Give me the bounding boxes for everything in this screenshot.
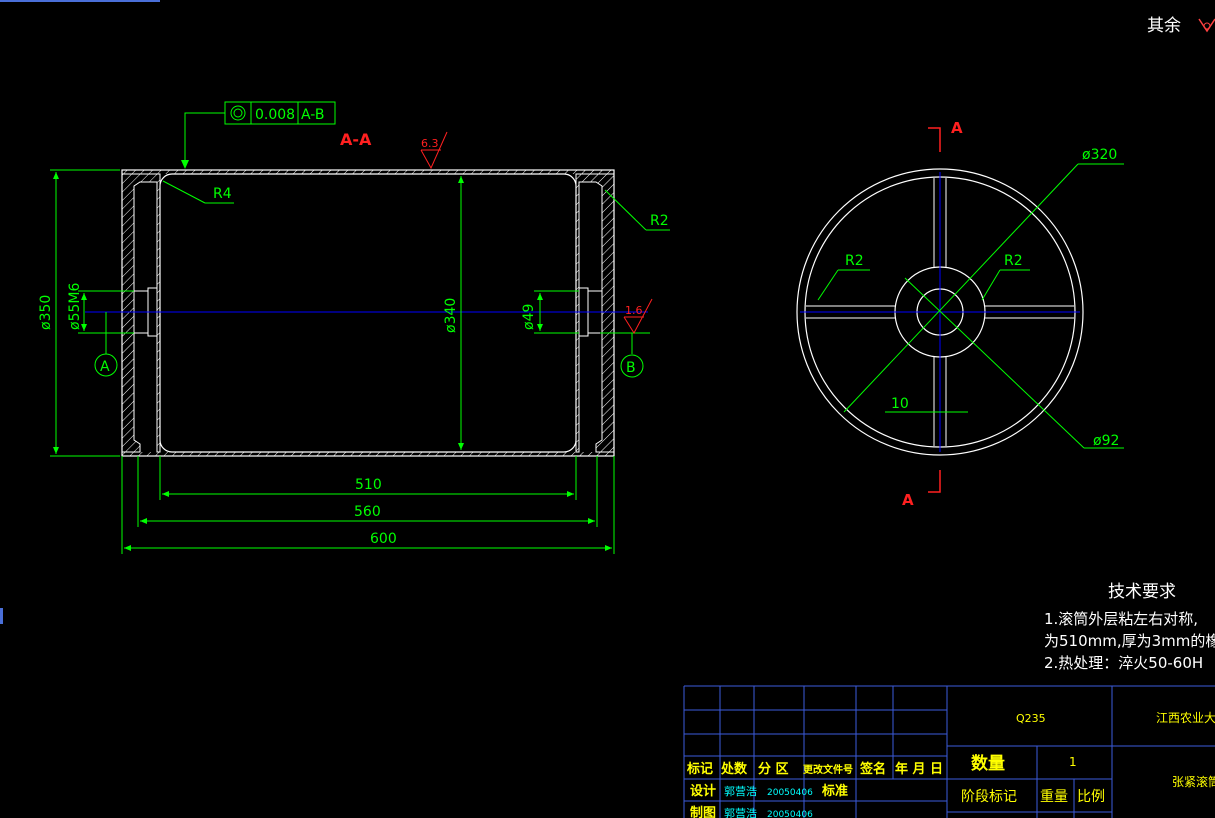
r4-leader	[162, 180, 206, 204]
radius-r4-label: R4	[213, 186, 232, 202]
bottom-shell-hatch	[122, 452, 614, 456]
roughness-top: 6.3	[420, 131, 448, 170]
roughness-circle-icon	[1203, 22, 1211, 30]
cut-label-bottom: A	[902, 491, 914, 509]
end-r2-right-label: R2	[1004, 253, 1023, 269]
cut-marker-top	[928, 127, 941, 152]
dim-320-label: ø320	[1082, 147, 1117, 163]
dim-92-line	[904, 277, 1085, 449]
end-r2-left-leader	[817, 269, 839, 301]
scale-label: 比例	[1077, 789, 1105, 805]
design-date: 20050406	[767, 788, 813, 798]
drawing-name: 张紧滚筒	[1172, 774, 1215, 789]
tech-req-line-3: 2.热处理：淬火50-60H	[1044, 654, 1203, 672]
design-label: 设计	[690, 783, 716, 799]
roughness-top-value: 6.3	[421, 137, 439, 150]
tolerance-frame: 0.008 A-B	[181, 101, 336, 169]
datum-a-label: A	[100, 359, 110, 375]
standard-label: 标准	[821, 783, 848, 799]
dim-600-label: 600	[370, 531, 397, 547]
datum-b-label: B	[626, 360, 636, 376]
title-block	[683, 685, 1215, 818]
scroll-handle[interactable]	[0, 608, 3, 624]
r2-leader	[604, 189, 647, 231]
header-count: 处数	[720, 761, 748, 777]
concentricity-icon	[230, 105, 246, 121]
dim-510-label: 510	[355, 477, 382, 493]
header-mark: 标记	[686, 761, 713, 777]
draw-label: 制图	[690, 805, 716, 818]
datum-a-icon	[94, 353, 118, 377]
stage-label: 阶段标记	[961, 789, 1017, 805]
tolerance-value: 0.008	[255, 107, 295, 123]
other-surfaces-label: 其余	[1147, 16, 1181, 36]
dim-320-line	[843, 163, 1079, 413]
draw-date: 20050406	[767, 810, 813, 818]
section-label: A-A	[340, 130, 372, 149]
cut-label-top: A	[951, 119, 963, 137]
outer-rim	[796, 168, 1084, 456]
window-edge	[0, 0, 160, 2]
roughness-right-value: 1.6	[625, 304, 643, 317]
header-date: 年 月 日	[895, 761, 943, 777]
dim-10-label: 10	[891, 396, 909, 412]
dim-560-label: 560	[354, 504, 381, 520]
roughness-icon	[1198, 18, 1215, 33]
material-label: Q235	[1016, 712, 1046, 725]
end-r2-right-leader	[981, 269, 1001, 301]
section-view	[85, 169, 648, 457]
design-name: 郭营浩	[724, 784, 757, 798]
weight-label: 重量	[1040, 789, 1068, 805]
draw-name: 郭营浩	[724, 806, 757, 818]
tech-req-title: 技术要求	[1108, 582, 1176, 602]
tech-req-line-2: 为510mm,厚为3mm的橡	[1044, 632, 1215, 650]
dim-350-label: ø350	[38, 295, 54, 330]
top-shell-hatch	[122, 170, 614, 174]
header-change-doc: 更改文件号	[803, 763, 853, 776]
quantity-value: 1	[1069, 755, 1077, 769]
datum-b-icon	[620, 354, 644, 378]
dim-55m6-label: ø55M6	[67, 283, 83, 330]
tolerance-leader	[184, 112, 225, 168]
roughness-right: 1.6	[600, 298, 653, 335]
dim-340-label: ø340	[443, 298, 459, 333]
school-label: 江西农业大	[1156, 711, 1215, 725]
end-r2-left-label: R2	[845, 253, 864, 269]
cut-marker-bottom	[928, 470, 941, 493]
radius-r2-label: R2	[650, 213, 669, 229]
header-zone: 分 区	[758, 761, 789, 777]
tech-req-line-1: 1.滚筒外层粘左右对称,	[1044, 610, 1198, 628]
quantity-label: 数量	[971, 753, 1005, 774]
dim-92-label: ø92	[1093, 433, 1119, 449]
header-signature: 签名	[859, 761, 886, 777]
dim-49-label: ø49	[521, 304, 537, 330]
tolerance-datum: A-B	[301, 107, 324, 123]
drum-cavity	[159, 173, 577, 453]
